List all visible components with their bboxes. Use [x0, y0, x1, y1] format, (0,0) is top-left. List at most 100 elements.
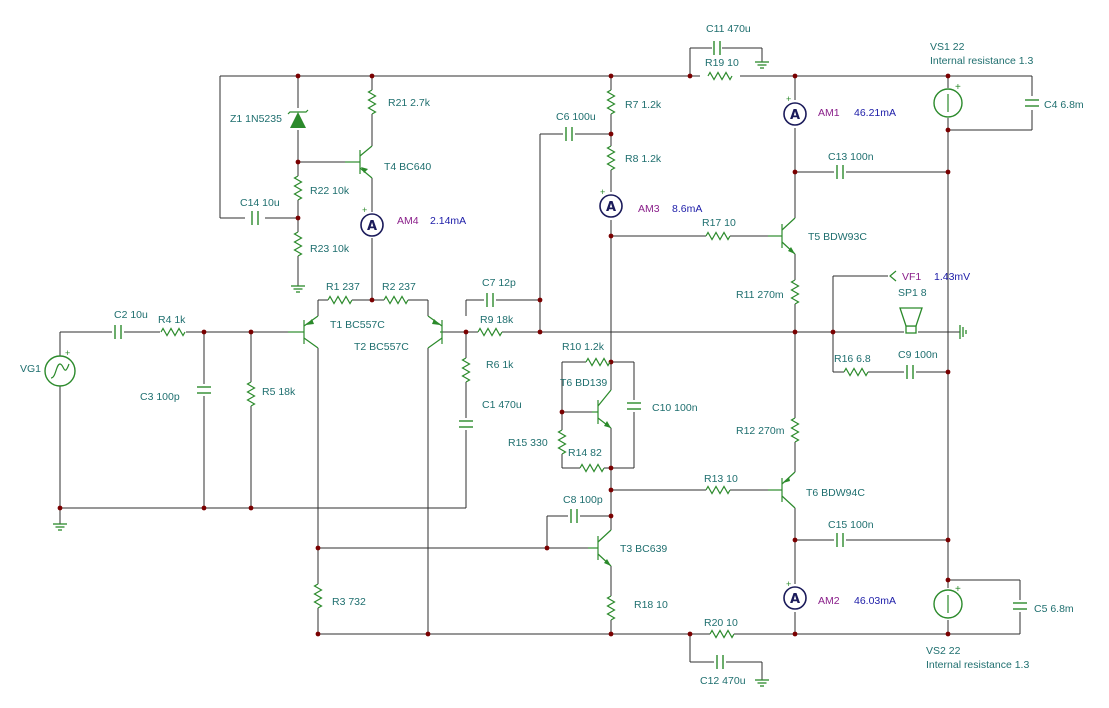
t6-bd139-label: T6 BD139 [560, 377, 607, 389]
r2-label: R2 237 [382, 281, 416, 293]
c6-capacitor-icon [565, 126, 573, 142]
am2-label: AM2 [818, 595, 840, 607]
vg1-label: VG1 [20, 363, 41, 375]
c2-label: C2 10u [114, 309, 148, 321]
r23-ground-icon [290, 279, 306, 293]
r5-resistor-icon [246, 381, 256, 407]
c13-capacitor-icon [836, 164, 844, 180]
r13-label: R13 10 [704, 473, 738, 485]
svg-text:+: + [362, 205, 367, 215]
t6-bd139-transistor-icon [592, 389, 612, 429]
z1-zener-diode-icon [287, 109, 309, 128]
r12-label: R12 270m [736, 425, 785, 437]
r1-resistor-icon [327, 295, 353, 305]
c6-label: C6 100u [556, 111, 596, 123]
vf1-value: 1.43mV [934, 271, 970, 283]
r10-resistor-icon [585, 357, 611, 367]
t3-transistor-icon [588, 529, 612, 567]
vs1-voltage-source-icon: + [933, 82, 963, 118]
c2-capacitor-icon [114, 324, 122, 340]
c13-label: C13 100n [828, 151, 874, 163]
r14-resistor-icon [579, 463, 605, 473]
t4-transistor-icon [345, 145, 373, 179]
c3-label: C3 100p [140, 391, 180, 403]
input-ground-icon [52, 517, 68, 531]
r13-resistor-icon [705, 485, 731, 495]
am3-label: AM3 [638, 203, 660, 215]
r20-label: R20 10 [704, 617, 738, 629]
r11-label: R11 270m [736, 289, 784, 301]
t1-transistor-icon [288, 315, 319, 349]
c10-label: C10 100n [652, 402, 698, 414]
am1-label: AM1 [818, 107, 840, 119]
c9-capacitor-icon [906, 364, 914, 380]
c7-capacitor-icon [486, 292, 494, 308]
am3-value: 8.6mA [672, 203, 702, 215]
r20-resistor-icon [709, 629, 735, 639]
r21-label: R21 2.7k [388, 97, 431, 109]
am4-ammeter-icon: A + [360, 205, 384, 237]
r19-label: R19 10 [705, 57, 739, 69]
r6-resistor-icon [461, 357, 471, 383]
vs2-note: Internal resistance 1.3 [926, 659, 1029, 671]
c7-label: C7 12p [482, 277, 516, 289]
wires [59, 47, 1033, 676]
svg-text:+: + [600, 187, 605, 197]
vs2-label: VS2 22 [926, 645, 961, 657]
svg-text:+: + [955, 82, 961, 93]
c11-ground-icon [754, 55, 770, 69]
r23-resistor-icon [293, 231, 303, 257]
svg-text:A: A [790, 108, 800, 123]
t4-label: T4 BC640 [384, 161, 431, 173]
c10-capacitor-icon [626, 402, 642, 410]
t6-bdw94c-label: T6 BDW94C [806, 487, 865, 499]
am1-value: 46.21mA [854, 107, 896, 119]
junction-dots [57, 73, 951, 637]
c4-capacitor-icon [1024, 99, 1040, 107]
svg-text:+: + [786, 579, 791, 589]
svg-text:A: A [367, 219, 377, 234]
sp1-speaker-icon [899, 307, 923, 334]
c5-capacitor-icon [1012, 602, 1028, 610]
r19-resistor-icon [707, 71, 733, 81]
r8-label: R8 1.2k [625, 153, 662, 165]
r16-resistor-icon [843, 367, 869, 377]
svg-text:A: A [606, 200, 616, 215]
t2-transistor-icon [427, 315, 443, 349]
c15-label: C15 100n [828, 519, 874, 531]
vf1-label: VF1 [902, 271, 921, 283]
c8-label: C8 100p [563, 494, 603, 506]
r15-resistor-icon [557, 429, 567, 455]
am4-value: 2.14mA [430, 215, 466, 227]
r8-resistor-icon [606, 145, 616, 171]
am4-label: AM4 [397, 215, 419, 227]
am1-ammeter-icon: A + [783, 94, 807, 126]
output-ground-icon [959, 325, 967, 339]
z1-label: Z1 1N5235 [230, 113, 282, 125]
r23-label: R23 10k [310, 243, 350, 255]
vs2-voltage-source-icon: + [933, 584, 963, 619]
vs1-note: Internal resistance 1.3 [930, 55, 1033, 67]
r21-resistor-icon [367, 89, 377, 115]
r3-label: R3 732 [332, 596, 366, 608]
t3-label: T3 BC639 [620, 543, 667, 555]
r1-label: R1 237 [326, 281, 360, 293]
c15-capacitor-icon [836, 532, 844, 548]
c5-label: C5 6.8m [1034, 603, 1074, 615]
t2-label: T2 BC557C [354, 341, 409, 353]
am2-value: 46.03mA [854, 595, 896, 607]
r11-resistor-icon [790, 279, 800, 305]
c1-label: C1 470u [482, 399, 522, 411]
r2-resistor-icon [383, 295, 409, 305]
c1-capacitor-icon [458, 420, 474, 428]
r4-label: R4 1k [158, 314, 186, 326]
svg-text:+: + [955, 584, 961, 595]
r16-label: R16 6.8 [834, 353, 871, 365]
svg-text:A: A [790, 592, 800, 607]
c4-label: C4 6.8m [1044, 99, 1084, 111]
r17-label: R17 10 [702, 217, 736, 229]
r15-label: R15 330 [508, 437, 548, 449]
am2-ammeter-icon: A + [783, 579, 807, 610]
r18-label: R18 10 [634, 599, 668, 611]
